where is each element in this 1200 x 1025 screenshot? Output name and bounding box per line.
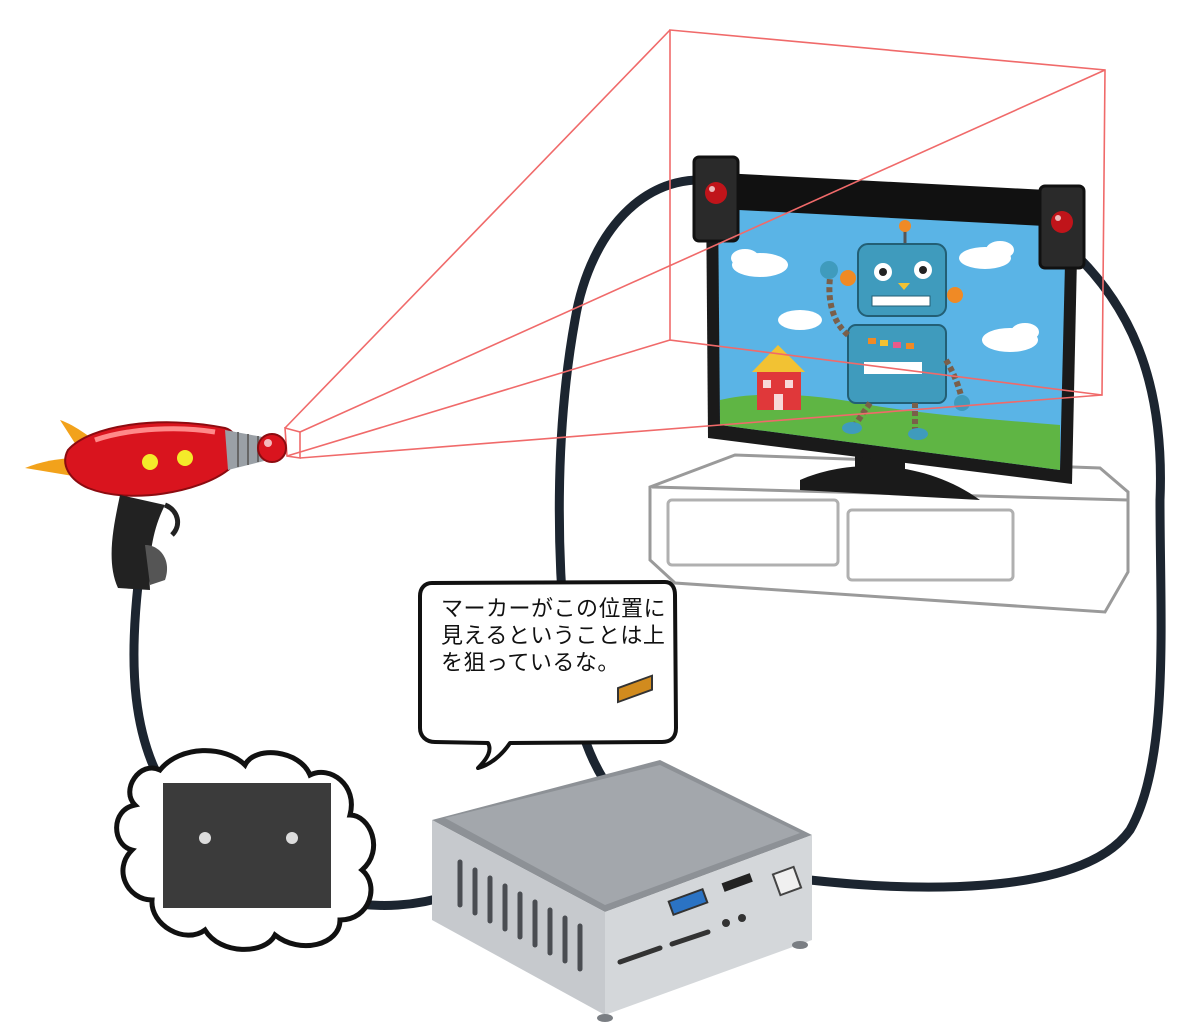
ir-sensor-bar-icon: [692, 155, 1086, 270]
speech-bubble: [418, 580, 678, 770]
sensor-left: [692, 155, 740, 243]
house-icon: [752, 345, 805, 410]
tv-stand: [648, 453, 1130, 614]
ir-dot-left: [199, 832, 211, 844]
mini-pc-icon: [432, 674, 812, 1022]
robot-icon: [820, 220, 970, 440]
sensor-right: [1038, 184, 1086, 270]
television-icon: [706, 188, 1078, 500]
light-gun-icon: [25, 420, 287, 590]
camera-view-icon: [163, 783, 331, 908]
speech-bubble-text: マーカーがこの位置に見えるということは上を狙っているな。: [441, 597, 667, 676]
ir-dot-right: [286, 832, 298, 844]
sensor-cable-right: [805, 235, 1166, 892]
camera-view-lines: [284, 29, 1106, 459]
thought-bubble: [114, 748, 376, 952]
